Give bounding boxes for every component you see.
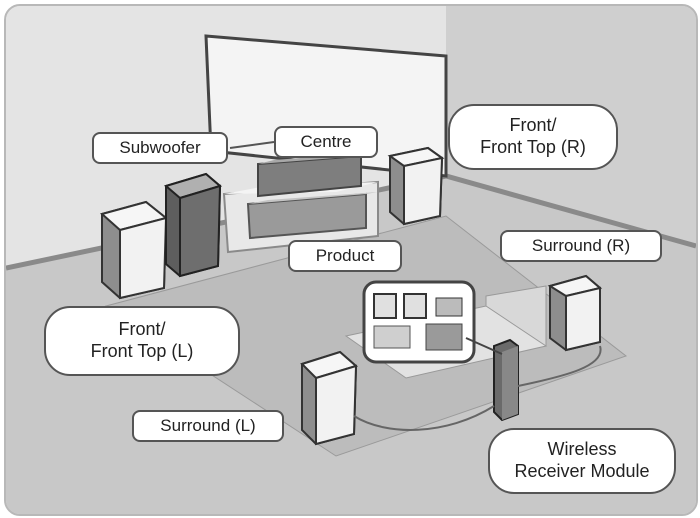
- label-front-top-r-line1: Front/: [509, 115, 557, 136]
- label-centre: Centre: [274, 126, 378, 158]
- label-product: Product: [288, 240, 402, 272]
- wireless-module-icon: [493, 338, 519, 422]
- label-surround-r: Surround (R): [500, 230, 662, 262]
- label-product-text: Product: [315, 245, 375, 265]
- label-centre-text: Centre: [300, 131, 352, 151]
- subwoofer-icon: [163, 172, 223, 278]
- label-wireless-receiver-line1: Wireless: [547, 439, 617, 460]
- subwoofer-leader: [229, 141, 275, 149]
- label-front-top-r: Front/ Front Top (R): [448, 104, 618, 170]
- label-wireless-receiver: Wireless Receiver Module: [488, 428, 676, 494]
- label-subwoofer-text: Subwoofer: [119, 137, 201, 157]
- speaker-icon: [99, 200, 169, 300]
- label-front-top-l-line1: Front/: [118, 319, 166, 340]
- label-surround-r-text: Surround (R): [531, 235, 631, 255]
- label-subwoofer: Subwoofer: [92, 132, 228, 164]
- speaker-icon: [387, 146, 445, 226]
- label-front-top-l-line2: Front Top (L): [90, 341, 194, 361]
- speaker-icon: [547, 274, 603, 352]
- label-front-top-r-line2: Front Top (R): [480, 137, 586, 157]
- cable: [353, 405, 495, 431]
- diagram-frame: Subwoofer Centre Front/ Front Top (R) Pr…: [4, 4, 698, 516]
- speaker-icon: [300, 350, 359, 446]
- label-front-top-l: Front/ Front Top (L): [44, 306, 240, 376]
- label-surround-l-text: Surround (L): [160, 415, 256, 435]
- cable: [517, 345, 602, 387]
- label-surround-l: Surround (L): [132, 410, 284, 442]
- product-unit: [246, 192, 378, 240]
- tv-screen-icon: [204, 34, 448, 178]
- connector-inset-icon: [362, 280, 503, 364]
- label-wireless-receiver-line2: Receiver Module: [514, 461, 650, 481]
